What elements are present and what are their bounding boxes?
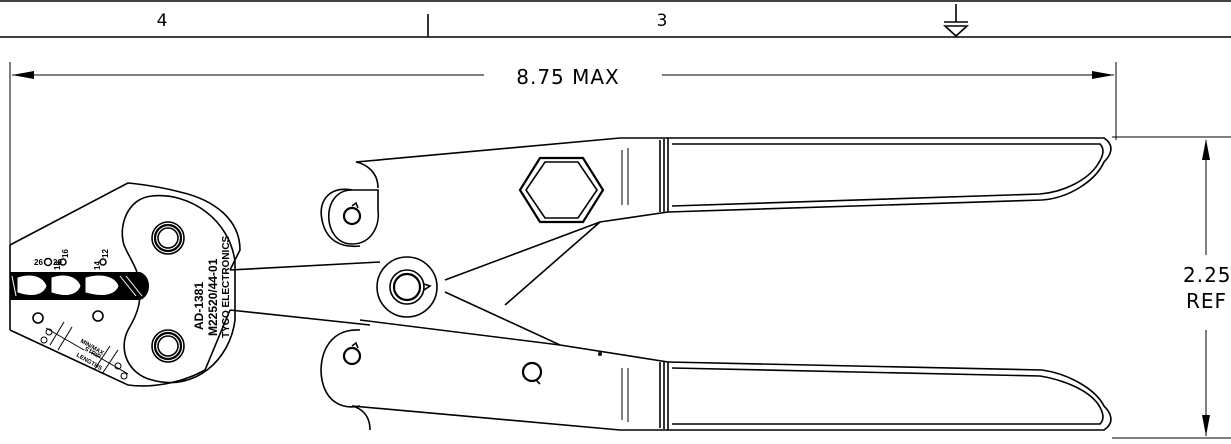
gauge-labels: 26 20 18 16 14 12 [34,249,110,270]
gauge-18-label: 18 [53,261,62,270]
zone-label-4: 4 [157,11,168,31]
gauge-12-label: 12 [101,249,110,258]
lower-handle [351,291,1112,431]
datum-triangle-icon [942,4,970,38]
lower-link-plate [320,329,361,408]
die-cavities [10,272,149,300]
gauge-26-label: 26 [34,258,43,267]
pivot-pin-handle [521,361,543,385]
upper-link-plate [229,188,381,326]
length-dimension-text: 8.75 MAX [516,65,620,89]
hex-nut-icon [518,156,605,224]
marking-mil-spec: M22520/44-01 [206,258,220,336]
zone-label-3: 3 [657,11,668,31]
die-screw-upper [151,221,185,255]
gauge-16-label: 16 [61,249,70,258]
height-dimension-value: 2.25 [1183,263,1231,287]
height-dimension-ref: REF [1186,289,1227,313]
pivot-pin-lower [342,341,362,366]
tool-markings: AD-1381 M22520/44-01 TYCO ELECTRONICS [192,235,232,338]
length-dimension: 8.75 MAX [9,62,1117,245]
strip-length-gauge: MIN/MAX STRIP LENGTHS [32,310,129,380]
gauge-14-label: 14 [93,261,102,270]
die-screw-lower [151,329,185,363]
pivot-pin-center [376,256,438,318]
gauge-20-label: 20 [53,258,62,267]
die-head [9,182,241,387]
height-dimension: 2.25 REF [1112,136,1231,439]
upper-handle [355,137,1112,306]
marking-part-number: AD-1381 [192,282,206,330]
marking-manufacturer: TYCO ELECTRONICS [221,235,232,338]
title-block: 4 3 [0,0,1231,38]
pivot-pin-upper [342,201,362,226]
